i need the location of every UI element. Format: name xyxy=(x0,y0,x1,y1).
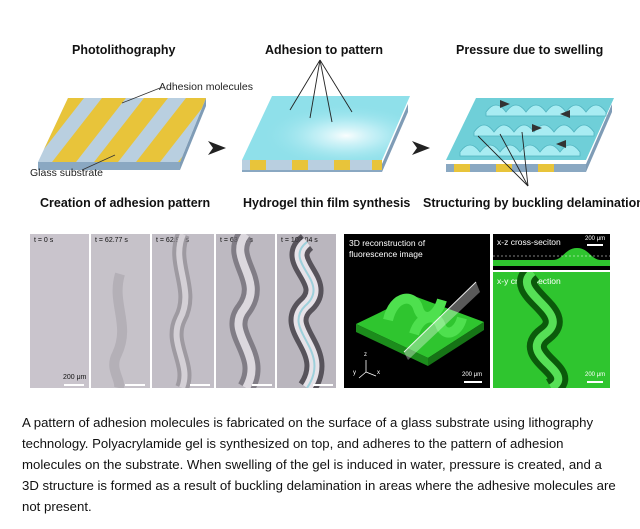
scale-bar xyxy=(125,384,145,386)
axis-x-label: x xyxy=(377,370,380,376)
wrinkle-pattern xyxy=(288,234,325,388)
scale-bar xyxy=(190,384,210,386)
process-arrow-2 xyxy=(412,141,430,155)
time-panel-1: t = 0 s 200 μm xyxy=(30,234,89,388)
xz-label: x-z cross-seciton xyxy=(497,237,561,247)
scale-bar-label: 200 μm xyxy=(462,372,483,378)
time-panel-3: t = 62.93 s xyxy=(152,234,214,388)
adhesion-to-pattern-pointers xyxy=(289,59,353,123)
stage-1-caption: Creation of adhesion pattern xyxy=(40,196,211,210)
time-panel-5: t = 103.04 s xyxy=(277,234,336,388)
fluorescence-3d-panel: 3D reconstruction of fluorescence image … xyxy=(344,234,490,388)
scale-bar xyxy=(464,381,482,383)
adhesion-molecules-label: Adhesion molecules xyxy=(159,81,253,93)
stage-3-caption: Structuring by buckling delamination xyxy=(423,196,640,210)
adhesion-molecules-pointer xyxy=(121,87,161,104)
wrinkle-onset xyxy=(109,272,128,388)
hydrogel-film-slab xyxy=(242,96,410,172)
time-label: t = 62.77 s xyxy=(95,237,128,244)
scale-bar-label: 200 μm xyxy=(585,372,606,378)
wrinkle-pattern xyxy=(169,234,193,388)
axis-y-label: y xyxy=(353,370,356,376)
xy-cross-section-panel: x-y cross-section 200 μm xyxy=(493,272,610,388)
time-label: t = 0 s xyxy=(34,237,54,244)
axis-z-label: z xyxy=(364,352,367,358)
glass-substrate-label: Glass substrate xyxy=(30,167,103,179)
fluorescence-3d-render xyxy=(356,281,484,379)
scale-bar xyxy=(313,384,333,386)
scale-bar xyxy=(64,384,84,386)
time-panel-2: t = 62.77 s xyxy=(91,234,150,388)
stage-2-title: Adhesion to pattern xyxy=(265,43,384,57)
time-panel-4: t = 63.74 s xyxy=(216,234,275,388)
scale-bar xyxy=(587,244,603,246)
reconstruction-label: 3D reconstruction of fluorescence image xyxy=(349,238,426,259)
xz-cross-section-panel: x-z cross-seciton 200 μm xyxy=(493,234,610,270)
process-arrow-1 xyxy=(208,141,226,155)
buckling-pointers xyxy=(477,131,529,187)
xz-profile xyxy=(493,248,610,266)
time-label: t = 62.93 s xyxy=(156,237,189,244)
stage-2-caption: Hydrogel thin film synthesis xyxy=(243,196,411,210)
xy-wave-pattern xyxy=(517,272,569,388)
figure-caption: A pattern of adhesion molecules is fabri… xyxy=(22,415,616,514)
wrinkle-pattern xyxy=(229,234,261,388)
scale-bar xyxy=(587,381,603,383)
scale-bar-label: 200 μm xyxy=(585,236,606,242)
stage-3-title: Pressure due to swelling xyxy=(456,43,604,57)
scale-bar-label: 200 μm xyxy=(63,374,87,381)
glass-substrate-pointer xyxy=(81,154,116,171)
stage-1-title: Photolithography xyxy=(72,43,176,57)
scale-bar xyxy=(252,384,272,386)
photolithography-slab xyxy=(38,98,206,170)
